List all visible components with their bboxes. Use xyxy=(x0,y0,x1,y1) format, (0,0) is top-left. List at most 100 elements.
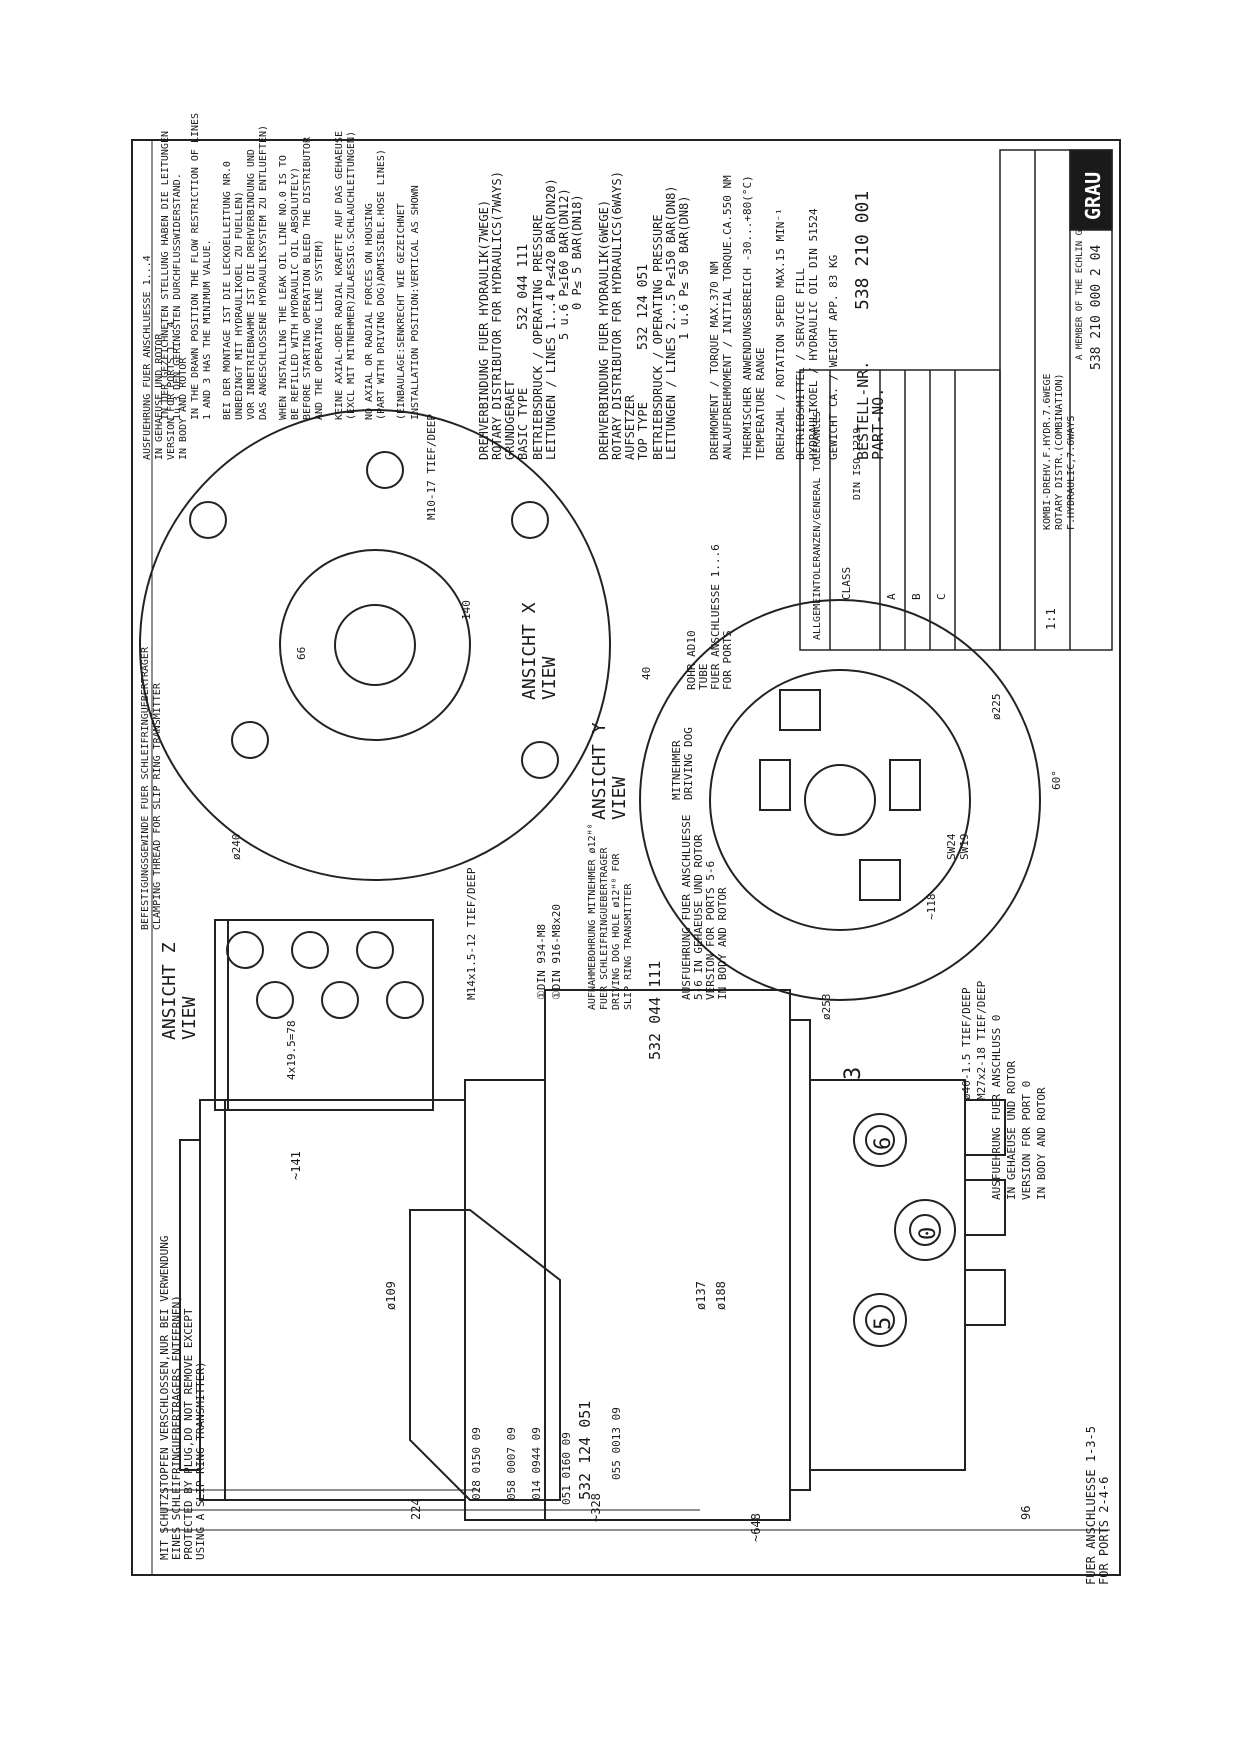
note-drawn-en: IN THE DRAWN POSITION THE FLOW RESTRICTI… xyxy=(190,113,201,420)
dim-240: ø240 xyxy=(230,834,243,861)
transmitter-top-plate xyxy=(179,1139,201,1471)
view-z-port-a xyxy=(226,931,264,969)
logo-box xyxy=(1069,149,1113,231)
note-plug-3: PROTECTED BY PLUG,DO NOT REMOVE EXCEPT xyxy=(182,1308,195,1560)
ausf0-label-4: IN BODY AND ROTOR xyxy=(1035,1087,1048,1200)
spec-bt-no: 532 044 111 xyxy=(516,244,531,330)
o40-label: ø40-1.5 TIEF/DEEP xyxy=(960,987,973,1100)
port-label-5: 5 xyxy=(871,1317,896,1330)
spec-bd-2: LEITUNGEN / LINES 1...4 P≤420 BAR(DN20) xyxy=(544,178,558,460)
view-z-port-e xyxy=(321,981,359,1019)
spec-temp-1: THERMISCHER ANWENDUNGSBEREICH -30...+80(… xyxy=(741,175,754,460)
view-y xyxy=(639,599,1041,1001)
tube: TUBE xyxy=(697,664,710,691)
view-x-bolt-1 xyxy=(189,501,227,539)
note-plug-1: MIT SCHUTZSTOPFEN VERSCHLOSSEN,NUR BEI V… xyxy=(158,1235,171,1560)
view-z-port-f xyxy=(386,981,424,1019)
view-z-port-b xyxy=(291,931,329,969)
view-y-port-4 xyxy=(859,859,901,901)
befest-label-1: BEFESTIGUNGSGEWINDE FUER SCHLEIFRINGUEBE… xyxy=(140,646,151,930)
note-einbau-2: INSTALLATION POSITION:VERTICAL AS SHOWN xyxy=(410,185,421,420)
ausf56-1: AUSFUEHRUNG FUER ANSCHLUESSE xyxy=(680,815,693,1000)
note-mont-3: VOR INBETRIEBNAHME IST DIE DREHVERBINDUN… xyxy=(246,149,257,420)
mitnehmer: MITNEHMER xyxy=(670,740,683,800)
view-x: VIEW xyxy=(539,656,560,700)
dim-137: ø137 xyxy=(694,1281,708,1310)
note-mont-1: BEI DER MONTAGE IST DIE LECKOELLEITUNG N… xyxy=(222,161,233,420)
part-532124: 532 124 051 xyxy=(576,1401,594,1500)
view-x-hub xyxy=(334,604,416,686)
note-axial-3: NO AXIAL OR RADIAL FORCES ON HOUSING xyxy=(364,203,375,420)
dim-78: 4x19.5=78 xyxy=(285,1020,298,1080)
port-5-circle xyxy=(853,1293,907,1347)
note-drawn-de2: 1u.3 DEN GERINGSTEN DURCHFLUSSWIDERSTAND… xyxy=(172,173,183,420)
spec-dm-1: DREHMOMENT / TORQUE MAX.370 NM xyxy=(708,261,721,460)
port-6-circle xyxy=(853,1113,907,1167)
dim-60deg: 60° xyxy=(1050,770,1063,790)
dim-140: 140 xyxy=(460,600,473,620)
dim-648: ~648 xyxy=(749,1513,763,1542)
fuer-anschl: FUER ANSCHLUESSE 1...6 xyxy=(709,544,722,690)
part-532044: 532 044 111 xyxy=(646,961,664,1060)
spec-bd6-2: LEITUNGEN / LINES 2...5 P≤150 BAR(DN8) xyxy=(664,185,678,460)
dim-141: ~141 xyxy=(289,1151,303,1180)
scale: 1:1 xyxy=(1044,608,1058,630)
dim-224: 224 xyxy=(409,1498,423,1520)
note-inst-2: BE REFILLED WITH HYDRAULIC OIL ABSOLUTEL… xyxy=(290,167,301,420)
spec-bd-3: 5 u.6 P≤160 BAR(DN12) xyxy=(557,188,571,340)
dim-225: ø225 xyxy=(990,694,1003,721)
spec-dv-2: ROTARY DISTRIBUTOR FOR HYDRAULICS(7WAYS) xyxy=(490,171,504,460)
view-z: VIEW xyxy=(179,996,200,1040)
note-drawn-en2: 1 AND 3 HAS THE MINIMUM VALUE. xyxy=(202,239,213,420)
ausf-label-2: IN GEHAEUSE UND ROTOR xyxy=(154,333,165,460)
spec-bd-4: 0 P≤ 5 BAR(DN18) xyxy=(570,194,584,310)
ansicht-z: ANSICHT Z xyxy=(159,942,180,1040)
ausf-label-3: VERSION FOR PORTS 1...4 xyxy=(166,322,177,460)
desc-3: F.HYDRAULIC,7.6WAYS xyxy=(1066,416,1077,530)
dim-96: 96 xyxy=(1019,1506,1033,1520)
logo-sub: A MEMBER OF THE ECHLIN GROUP xyxy=(1075,208,1085,360)
spec-oil-2: HYDRAULIKOEL / HYDRAULIC OIL DIN 51524 xyxy=(807,208,820,460)
dim-109: ø109 xyxy=(384,1281,398,1310)
part-no-label: PART-NO. xyxy=(869,388,887,460)
spec-dv6-1: DREHVERBINDUNG FUER HYDRAULIK(6WEGE) xyxy=(597,200,611,460)
driving-dog: DRIVING DOG xyxy=(682,727,695,800)
port-5-inner xyxy=(865,1305,895,1335)
bestell-nr: BESTELL-NR. xyxy=(854,361,872,460)
desc-2: ROTARY DISTR.(COMBINATION) xyxy=(1054,373,1065,530)
title-block-text: GRAU A MEMBER OF THE ECHLIN GROUP 538 21… xyxy=(812,172,1105,640)
spec-aufs: AUFSETZER xyxy=(623,394,637,460)
port-note-bottom: FUER ANSCHLUESSE 1-3-5 FOR PORTS 2-4-6 xyxy=(1084,1426,1111,1585)
dim-sw24: SW24 xyxy=(945,833,958,860)
anschl-ports-2: FOR PORTS 2-4-6 xyxy=(1097,1477,1111,1585)
din-1219: DIN ISO 1219 xyxy=(852,428,863,500)
m27-label: M27x2-18 TIEF/DEEP xyxy=(975,980,988,1100)
m14-label: M14x1.5-12 TIEF/DEEP xyxy=(465,867,478,1000)
view-x xyxy=(139,409,611,881)
view-x-bolt-2 xyxy=(231,721,269,759)
frame-border xyxy=(131,139,1121,1576)
view-x-bolt-3 xyxy=(511,501,549,539)
aufn-4: SLIP RING TRANSMITTER xyxy=(623,883,634,1010)
tolerance-table xyxy=(799,369,1001,651)
note-mont-2: UNBEDINGT MIT HYDRAULIKOEL ZU FUELLEN) xyxy=(234,191,245,420)
housing-ring xyxy=(789,1019,811,1491)
note-axial-2: (EXCL MIT MITNEHMER)ZULAESSIG.SCHLAUCHLE… xyxy=(346,131,357,420)
part-051: 051 0160 09 xyxy=(560,1432,573,1505)
anschl-ports: FUER ANSCHLUESSE 1-3-5 xyxy=(1084,1426,1098,1585)
note-inst-1: WHEN INSTALLING THE LEAK OIL LINE NO.0 I… xyxy=(278,155,289,420)
view-y-outer xyxy=(639,599,1041,1001)
view-y-port-6 xyxy=(779,689,821,731)
spec-temp-2: TEMPERATURE RANGE xyxy=(754,347,767,460)
part-no-value: 538 210 001 xyxy=(852,191,873,310)
m10-label: M10-17 TIEF/DEEP xyxy=(425,414,438,520)
view-z xyxy=(214,919,434,1111)
ausf56-4: IN BODY AND ROTOR xyxy=(716,887,729,1000)
spec-oil-1: BETRIEBSMITTEL / SERVICE FILL xyxy=(794,268,807,460)
aufn-1: AUFNAHMEBOHRUNG MITNEHMER ø12ᴴ⁸ xyxy=(587,823,598,1010)
for-ports: FOR PORTS xyxy=(721,630,734,690)
view-y: VIEW xyxy=(609,776,630,820)
view-y-labels: ANSICHT Y VIEW MITNEHMER DRIVING DOG ROH… xyxy=(535,544,1063,1060)
view-x-outer xyxy=(139,409,611,881)
